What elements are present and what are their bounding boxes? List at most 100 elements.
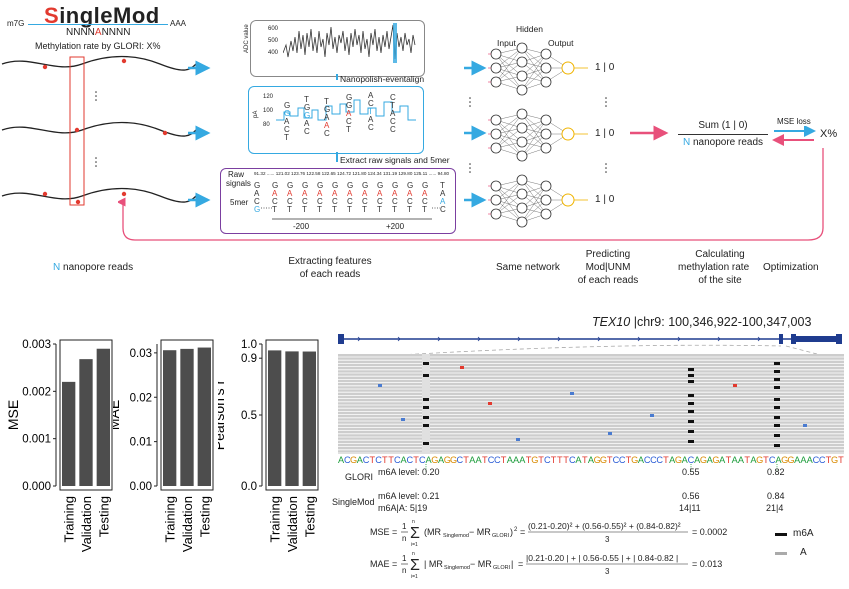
chart-1-ylabel: MAE	[113, 400, 122, 430]
chart-1-bar-testing	[197, 347, 211, 486]
sequence-base: C	[363, 455, 370, 465]
svg-text:T: T	[362, 205, 367, 214]
svg-text:T: T	[324, 97, 329, 106]
pa-axis-label: pA	[253, 110, 259, 118]
fraction-bar	[678, 134, 768, 135]
sequence-base: C	[419, 455, 426, 465]
sequence-base: C	[569, 455, 576, 465]
svg-text:C: C	[368, 123, 374, 132]
sequence-base: G	[781, 455, 788, 465]
pa-tick-100: 100	[263, 108, 274, 114]
sequence-base: C	[813, 455, 820, 465]
sequence-base: T	[370, 455, 376, 465]
sequence-base: A	[707, 455, 714, 465]
sequence-base: G	[756, 455, 763, 465]
sequence-base: A	[469, 455, 476, 465]
extract-connector	[336, 152, 338, 162]
svg-text:C: C	[346, 117, 352, 126]
svg-text:G: G	[332, 181, 338, 190]
sequence-base: T	[626, 455, 632, 465]
chart-1-ytick-label: 0.03	[130, 348, 152, 360]
singlemod-label: SingleMod	[332, 497, 375, 507]
calculating-caption-3: of the site	[698, 275, 742, 286]
svg-text:A: A	[304, 119, 310, 128]
svg-text:C: C	[422, 197, 428, 206]
svg-text:C: C	[392, 197, 398, 206]
sequence-base: G	[787, 455, 794, 465]
output-value-3: 1 | 0	[595, 194, 615, 205]
motif-prefix: NNNN	[66, 27, 95, 38]
sequence-base: A	[682, 455, 689, 465]
svg-text:G: G	[347, 181, 353, 190]
svg-text:− MR: − MR	[470, 559, 492, 569]
chart-2-xtick-testing: Testing	[302, 496, 317, 537]
svg-text:3: 3	[605, 535, 610, 544]
svg-text:n: n	[402, 566, 406, 575]
sequence-base: A	[588, 455, 595, 465]
svg-text:C: C	[317, 197, 323, 206]
site-markers	[425, 464, 778, 472]
svg-text:i=1: i=1	[411, 542, 418, 548]
optimization-caption: Optimization	[763, 262, 819, 273]
calculating-caption-1: Calculating	[695, 249, 745, 260]
svg-text:MSE =: MSE =	[370, 527, 397, 537]
svg-text:C: C	[284, 125, 290, 134]
singlemod-site3-value: 0.84	[767, 491, 785, 501]
column-ellipses	[469, 97, 607, 173]
svg-text:A: A	[317, 189, 323, 198]
svg-text:C: C	[254, 197, 260, 206]
glori-m6a-level: m6A level: 0.20	[378, 467, 440, 477]
svg-text:|0.21-0.20 | + | 0.56-0.55 | +: |0.21-0.20 | + | 0.56-0.55 | + | 0.84-0.…	[526, 553, 678, 563]
neural-networks	[488, 42, 589, 228]
motif-suffix: NNNN	[101, 27, 131, 38]
cap-left-label: m7G	[7, 19, 25, 28]
svg-text:− MR: − MR	[469, 527, 491, 537]
chart-2-ylabel: Pearson's r	[218, 379, 227, 450]
chart-2-frame	[265, 339, 319, 491]
sequence-base: C	[819, 455, 826, 465]
sequence-base: T	[382, 455, 388, 465]
sequence-base: C	[613, 455, 620, 465]
sequence-base: G	[831, 455, 838, 465]
motif-center: A	[94, 27, 102, 38]
svg-text:(0.21-0.20)² + (0.56-0.55)² +: (0.21-0.20)² + (0.56-0.55)² + (0.84-0.82…	[528, 521, 681, 531]
singlemod-counts-3: 21|4	[766, 503, 784, 513]
sequence-base: G	[675, 455, 682, 465]
glori-label: GLORI	[345, 472, 374, 482]
legend-m6a-swatch	[775, 533, 787, 536]
svg-text:G: G	[346, 101, 352, 110]
x-percent-label: X%	[820, 128, 838, 140]
sequence-base: T	[582, 455, 588, 465]
svg-text:Σ: Σ	[410, 525, 420, 542]
svg-text:T: T	[377, 205, 382, 214]
svg-text:A: A	[377, 189, 383, 198]
chart-0-ytick-label: 0.003	[22, 339, 51, 351]
svg-text:A: A	[440, 197, 446, 206]
svg-text:C: C	[324, 129, 330, 138]
singlemod-m6a-level: m6A level: 0.21	[378, 491, 440, 501]
legend-m6a-label: m6A	[793, 528, 814, 539]
svg-text:A: A	[362, 189, 368, 198]
svg-text:G: G	[287, 181, 293, 190]
sequence-base: G	[594, 455, 601, 465]
svg-text:G: G	[272, 181, 278, 190]
sequence-base: A	[738, 455, 745, 465]
chart-1-xtick-training: Training	[163, 496, 178, 542]
sequence-base: C	[456, 455, 463, 465]
logo-mod: Mod	[113, 3, 160, 28]
sequence-base: G	[450, 455, 457, 465]
svg-text:A: A	[407, 189, 413, 198]
nanopore-reads-caption: N nanopore reads	[53, 262, 134, 273]
svg-text:C: C	[407, 197, 413, 206]
reads-wave-graphic	[1, 55, 197, 206]
raw-signals-label-1: Raw	[228, 170, 245, 179]
sequence-base: G	[631, 455, 638, 465]
sequence-base: A	[357, 455, 364, 465]
sequence-base: T	[501, 455, 507, 465]
pos-plus-label: +200	[386, 222, 405, 231]
singlemod-logo: SingleMod	[44, 3, 160, 29]
svg-text:T: T	[332, 205, 337, 214]
